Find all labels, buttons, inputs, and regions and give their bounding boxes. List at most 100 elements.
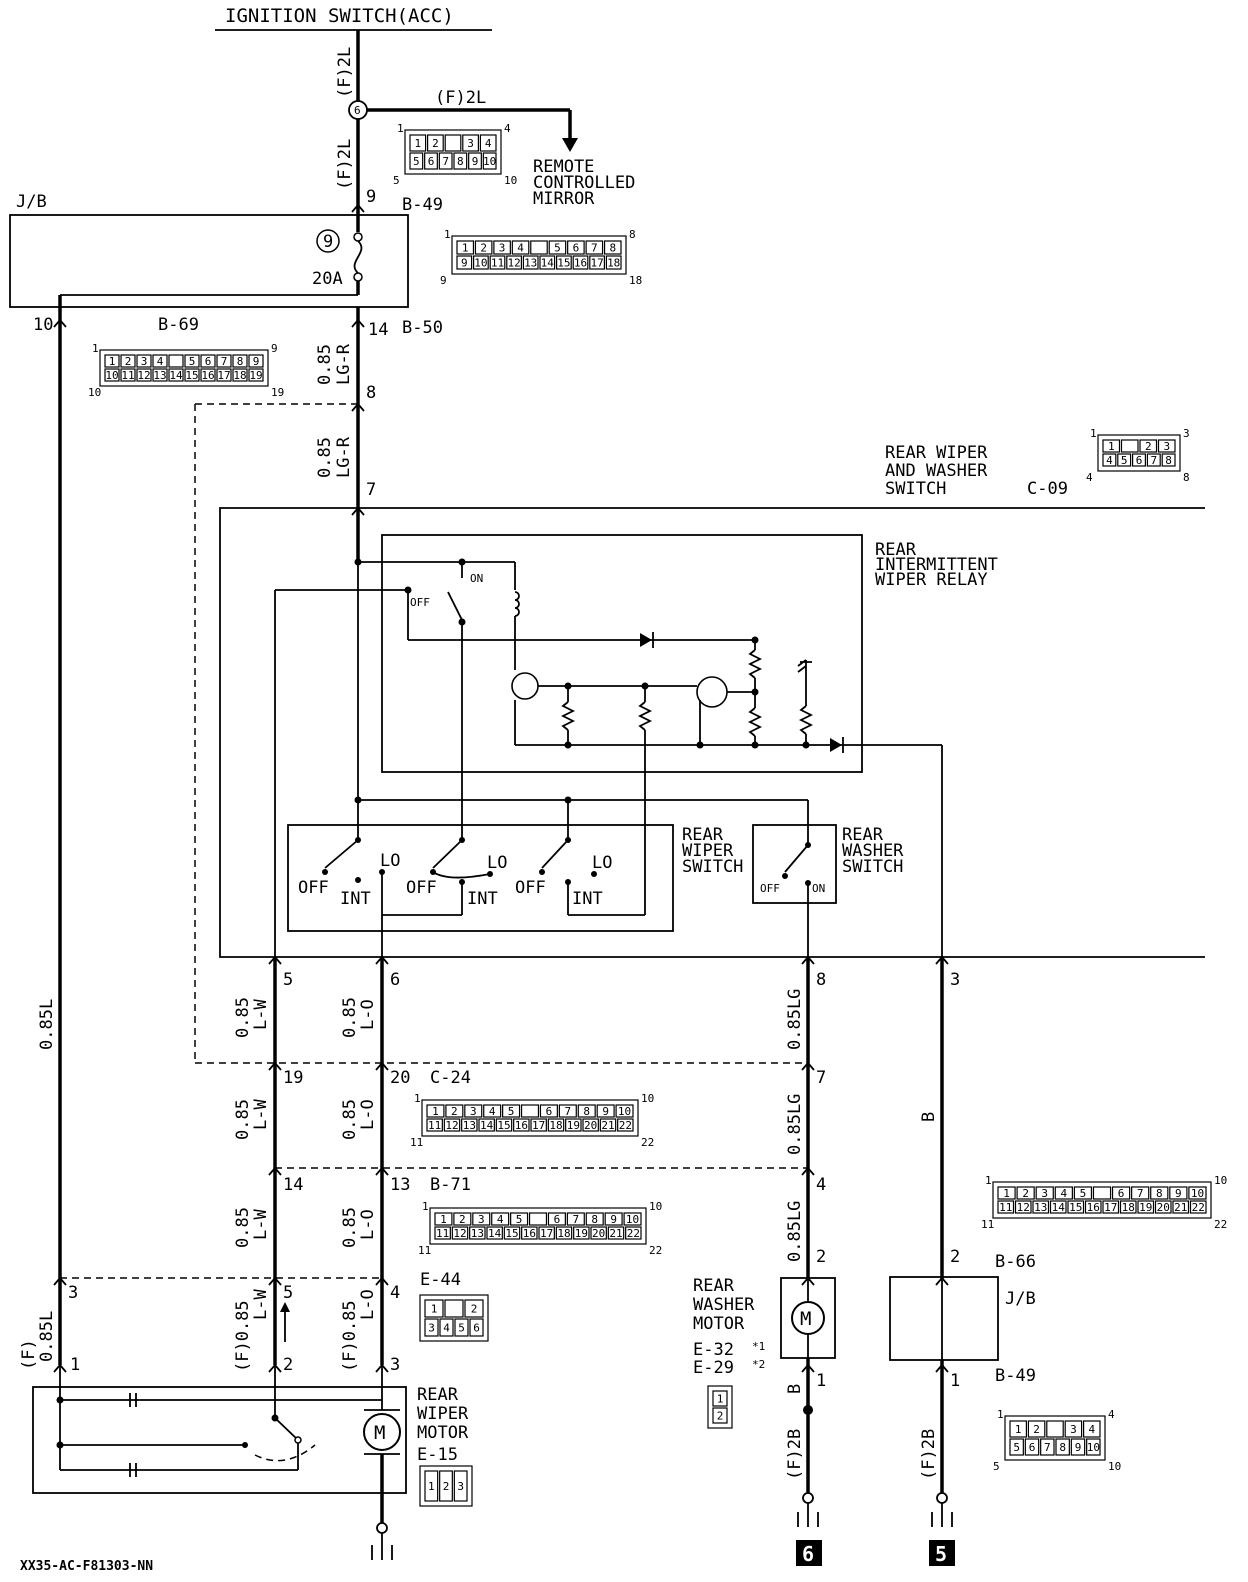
connector-pin-cell <box>453 1470 468 1502</box>
connector-pin-cell <box>464 1104 483 1118</box>
connector-corner-number: 11 <box>981 1218 994 1231</box>
connector-pin-number: 1 <box>109 355 116 368</box>
connector-pin-number: 8 <box>1156 1187 1163 1200</box>
connector-pin-cell <box>152 368 168 382</box>
connector-corner-number: 1 <box>92 342 99 355</box>
connector-pin-cell <box>426 1104 445 1118</box>
connector-pin-number: 10 <box>626 1213 639 1226</box>
connector-pin-number: 12 <box>507 257 520 270</box>
connector-pin-number: 12 <box>137 369 150 382</box>
rear-washer-switch-line2: WASHER <box>842 841 904 861</box>
connector-pin-cell <box>453 1212 472 1226</box>
connector-pin-cell <box>506 255 522 270</box>
wire-label-085-lw-b: 0.85 <box>233 1099 253 1140</box>
connector-pin-number: 9 <box>602 1105 609 1118</box>
connector-pin-cell <box>599 1118 617 1132</box>
connector-pin-number: 11 <box>428 1119 441 1132</box>
f085lw-label: (F)0.85 <box>233 1300 253 1372</box>
connector-pin-cell <box>712 1390 728 1407</box>
connector-pin-number: 2 <box>443 1480 450 1493</box>
wire-label-085-a: 0.85 <box>315 344 335 385</box>
connector-b49-top-label: B-49 <box>402 195 443 215</box>
connector-pin-number: 14 <box>1052 1201 1066 1214</box>
connector-pin-number: 7 <box>1150 454 1157 467</box>
switch-assembly-outline <box>219 507 1205 958</box>
connector-pin-number: 7 <box>591 242 598 255</box>
wire-label-085-lo-a: 0.85 <box>340 997 360 1038</box>
ground-ref-5: 5 <box>935 1542 947 1566</box>
connector-pin-cell <box>469 1318 484 1337</box>
connector-pin-cell <box>232 354 248 368</box>
wire-label-lw-a: L-W <box>251 999 271 1030</box>
connector-corner-number: 1 <box>397 122 404 135</box>
connector-pin-number: 4 <box>489 1105 496 1118</box>
connector-pin-number: 7 <box>573 1213 580 1226</box>
connector-corner-number: 1 <box>985 1174 992 1187</box>
connector-pin-number: 4 <box>497 1213 504 1226</box>
e29-star: *2 <box>752 1358 765 1371</box>
sw3-off: OFF <box>515 878 546 898</box>
connector-corner-number: 9 <box>271 342 278 355</box>
f085lo-suffix: L-O <box>358 1289 378 1320</box>
connector-pin-number: 1 <box>414 137 421 150</box>
arrow-mirror <box>562 138 578 152</box>
ground-ref-5-box <box>929 1540 955 1566</box>
pin-arrow <box>53 1276 67 1286</box>
connector-c24-label: C-24 <box>430 1068 471 1088</box>
splice-6-label: 6 <box>354 104 361 117</box>
connector-pin-number: 1 <box>1015 1423 1022 1436</box>
sw1-lo: LO <box>380 851 400 871</box>
connector-corner-number: 4 <box>504 122 511 135</box>
connector-pin-cell <box>474 240 493 255</box>
connector-pin-number: 6 <box>554 1213 561 1226</box>
pin-13-label: 13 <box>390 1175 410 1195</box>
diode-1 <box>640 633 652 647</box>
connector-pin-cell <box>456 255 473 270</box>
connector-corner-number: 3 <box>1183 427 1190 440</box>
pin-1-motor-label: 1 <box>70 1355 80 1375</box>
connector-pin-number: 1 <box>440 1213 447 1226</box>
connector-pin-number: 2 <box>717 1410 724 1423</box>
pin-arrow <box>268 1363 282 1373</box>
connector-pin-cell <box>468 152 482 170</box>
connector-pin-number: 18 <box>607 257 620 270</box>
connector-pin-number: 9 <box>472 155 479 168</box>
connector-pin-number: 2 <box>1033 1423 1040 1436</box>
connector-e32: 12 <box>707 1385 733 1429</box>
pin-7-top-label: 7 <box>366 480 376 500</box>
connector-pin-cell <box>1157 439 1176 453</box>
connector-pin-number: 5 <box>554 242 561 255</box>
connector-pin-cell <box>1150 1186 1169 1200</box>
wiper-motor-m: M <box>374 1422 385 1444</box>
connector-pin-number: 13 <box>1034 1201 1047 1214</box>
wire-label-085l: 0.85L <box>37 999 57 1050</box>
connector-pin-cell <box>120 354 136 368</box>
connector-pin-cell <box>472 1212 491 1226</box>
connector-corner-number: 18 <box>629 274 642 287</box>
connector-pin-cell <box>539 1104 558 1118</box>
connector-corner-number: 1 <box>422 1200 429 1213</box>
connector-pin-cell <box>1009 1438 1024 1456</box>
connector-pin-cell <box>1054 1186 1073 1200</box>
resistor-r1 <box>747 649 763 679</box>
washer-on: ON <box>812 882 825 895</box>
connector-pin-number: 22 <box>627 1227 640 1240</box>
connector-pin-cell <box>521 1226 538 1240</box>
connector-pin-cell <box>453 152 468 170</box>
connector-pin-number: 22 <box>619 1119 632 1132</box>
connector-pin-cell <box>1024 1438 1040 1456</box>
connector-pin-cell <box>1084 1200 1102 1214</box>
connector-pin-cell <box>168 368 184 382</box>
connector-pin-number: 19 <box>1139 1201 1152 1214</box>
pin-14-label: 14 <box>283 1175 303 1195</box>
connector-pin-cell <box>511 240 530 255</box>
connector-pin-cell <box>513 1118 530 1132</box>
connector-pin-number: 8 <box>457 155 464 168</box>
connector-pin-number: 13 <box>471 1227 484 1240</box>
relay-title-line1: REAR <box>875 540 917 560</box>
pin-arrow <box>801 1363 815 1373</box>
